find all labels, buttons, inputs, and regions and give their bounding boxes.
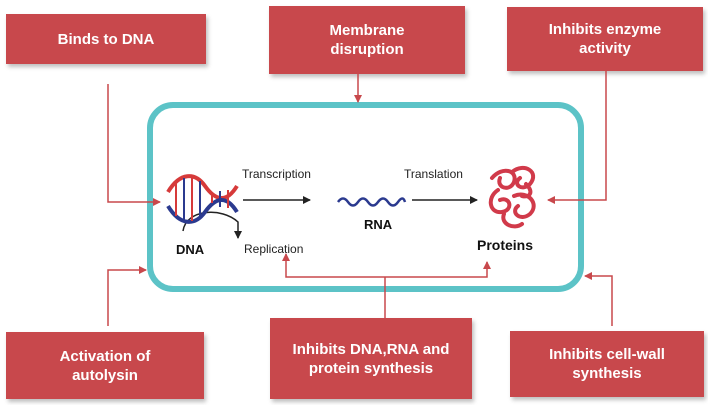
box-inhibits-cell-wall-label: Inhibits cell-wall synthesis bbox=[549, 346, 665, 382]
box-activation-of-autolysin: Activation of autolysin bbox=[6, 332, 204, 399]
box-inhibits-dna-rna-protein: Inhibits DNA,RNA and protein synthesis bbox=[270, 318, 472, 399]
box-binds-to-dna-label: Binds to DNA bbox=[57, 30, 155, 48]
arrow-inhibits-enzyme bbox=[547, 71, 607, 204]
arrow-inhibits-synthesis-right bbox=[385, 261, 491, 278]
arrow-inhibits-synthesis-left bbox=[282, 253, 385, 278]
box-inhibits-enzyme-label: Inhibits enzyme activity bbox=[548, 21, 662, 57]
box-inhibits-enzyme-activity: Inhibits enzyme activity bbox=[507, 7, 703, 71]
arrow-cell-wall bbox=[584, 272, 613, 326]
box-activation-of-autolysin-label: Activation of autolysin bbox=[59, 347, 151, 384]
box-inhibits-dna-rna-protein-label: Inhibits DNA,RNA and protein synthesis bbox=[292, 340, 450, 377]
translation-label: Translation bbox=[404, 167, 463, 181]
arrow-autolysin bbox=[107, 266, 147, 326]
box-membrane-disruption: Membrane disruption bbox=[269, 6, 465, 74]
arrow-replication bbox=[182, 211, 242, 239]
proteins-label: Proteins bbox=[477, 237, 534, 253]
rna-strand-icon bbox=[336, 197, 407, 207]
dna-label: DNA bbox=[176, 242, 205, 257]
transcription-label: Transcription bbox=[242, 167, 311, 181]
box-binds-to-dna: Binds to DNA bbox=[6, 14, 206, 64]
box-inhibits-cell-wall: Inhibits cell-wall synthesis bbox=[510, 331, 704, 397]
dna-helix-icon bbox=[166, 174, 239, 224]
protein-coil-icon bbox=[488, 165, 536, 229]
replication-label: Replication bbox=[244, 242, 304, 256]
rna-label: RNA bbox=[364, 217, 393, 232]
arrow-binds-to-dna bbox=[107, 84, 161, 206]
box-membrane-disruption-label: Membrane disruption bbox=[329, 22, 405, 58]
